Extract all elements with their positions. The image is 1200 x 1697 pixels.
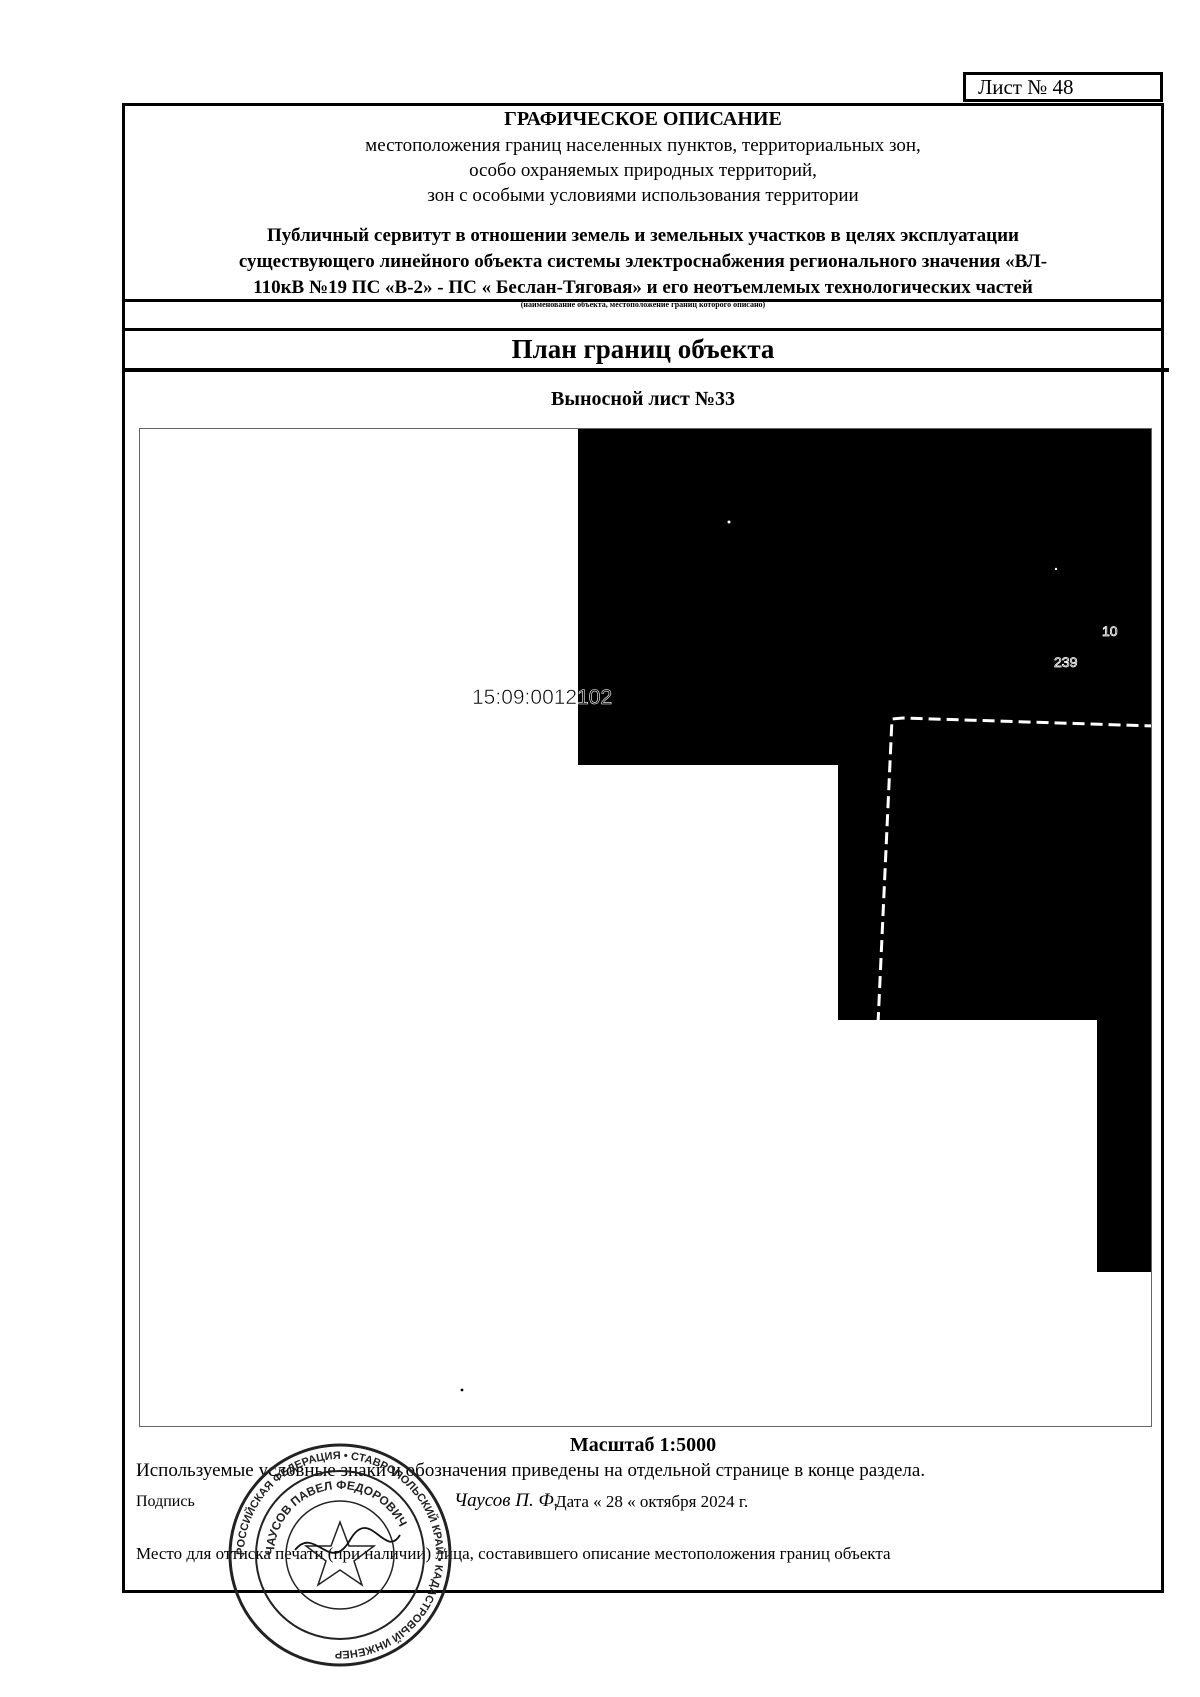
subtitle-line-1: местоположения границ населенных пунктов… xyxy=(365,135,921,156)
signature-date: Дата « 28 « октября 2024 г. xyxy=(555,1492,749,1511)
svg-text:ЧАУСОВ ПАВЕЛ ФЕДОРОВИЧ: ЧАУСОВ ПАВЕЛ ФЕДОРОВИЧ xyxy=(263,1478,410,1555)
plan-map: 15:09:0012102 10 239 xyxy=(139,428,1152,1427)
object-line-1: Публичный сервитут в отношении земель и … xyxy=(267,225,1019,246)
document-frame xyxy=(122,103,1164,1593)
map-dot xyxy=(727,520,731,524)
plan-title: План границ объекта xyxy=(511,334,775,364)
subtitle-line-3: зон с особыми условиями использования те… xyxy=(427,185,859,206)
legend-note: Используемые условные знаки и обозначени… xyxy=(136,1460,926,1481)
seal-star xyxy=(303,1519,377,1587)
parcel-dark-area xyxy=(578,429,1151,1272)
object-line-2: существующего линейного объекта системы … xyxy=(238,251,1048,272)
servitude-boundary xyxy=(876,716,1151,1025)
divider-plan-top xyxy=(122,328,1164,331)
map-svg: 15:09:0012102 10 239 xyxy=(460,429,1151,1392)
map-dot xyxy=(460,1388,464,1392)
map-label-239: 239 xyxy=(1054,654,1078,670)
object-note: (наименование объекта, местоположение гр… xyxy=(520,300,766,309)
signature-label: Подпись xyxy=(136,1493,195,1510)
map-label-10: 10 xyxy=(1102,623,1118,639)
map-scale: Масштаб 1:5000 xyxy=(569,1434,717,1456)
divider-object xyxy=(122,299,1164,302)
official-seal-icon: РОССИЙСКАЯ ФЕДЕРАЦИЯ • СТАВРОПОЛЬСКИЙ КР… xyxy=(228,1443,452,1667)
sheet-number: Лист № 48 xyxy=(963,72,1163,102)
subtitle-line-2: особо охраняемых природных территорий, xyxy=(469,160,817,181)
divider-plan-bottom xyxy=(122,368,1169,372)
extra-sheet-title: Выносной лист №33 xyxy=(551,388,735,410)
stamp-place-note: Место для оттиска печати (при наличии) л… xyxy=(136,1544,891,1563)
object-line-3: 110кВ №19 ПС «В-2» - ПС « Беслан-Тяговая… xyxy=(253,277,1033,298)
seal-inner-text: ЧАУСОВ ПАВЕЛ ФЕДОРОВИЧ xyxy=(263,1478,410,1555)
doc-title: ГРАФИЧЕСКОЕ ОПИСАНИЕ xyxy=(504,108,782,130)
signer-name: Чаусов П. Ф. xyxy=(454,1490,559,1511)
map-dot xyxy=(1054,567,1058,571)
cadastral-block-label: 15:09:0012102 xyxy=(472,686,612,709)
signature-scribble xyxy=(294,1527,401,1554)
